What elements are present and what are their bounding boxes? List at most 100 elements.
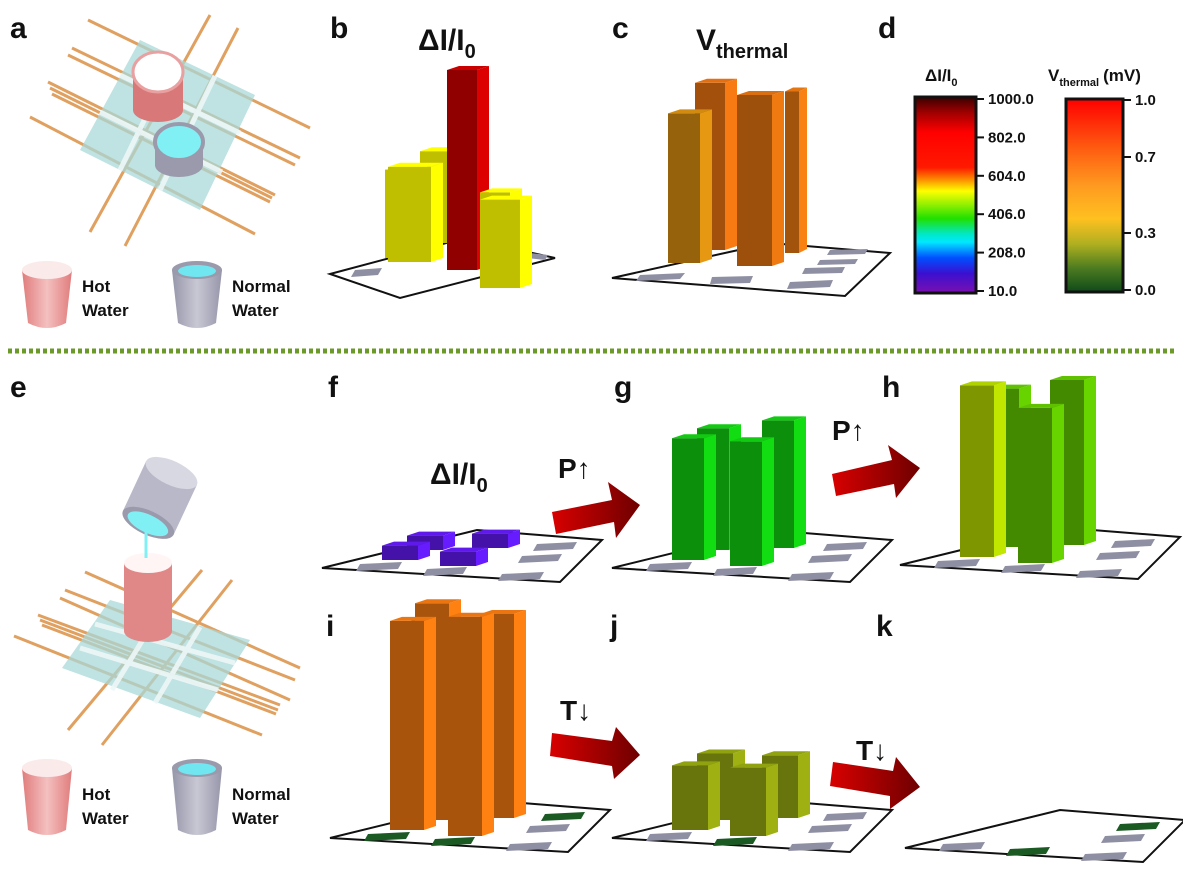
pouring-cup-icon [122, 456, 198, 539]
bar-side [418, 541, 430, 560]
tick-label: 208.0 [988, 245, 1026, 262]
plot-k [904, 808, 1183, 864]
pad [1111, 539, 1155, 548]
bar [388, 166, 431, 262]
bar [785, 91, 799, 253]
pad [646, 832, 692, 841]
pad [1081, 852, 1127, 861]
normal-water-icon [172, 261, 222, 328]
panel-label-b: b [330, 12, 348, 45]
bar-top [447, 66, 489, 70]
pad [827, 249, 868, 255]
arrow-icon [832, 445, 920, 498]
pad [526, 824, 570, 833]
pad [527, 253, 548, 260]
bar-top [730, 437, 774, 442]
pad [788, 842, 834, 851]
pad [934, 559, 980, 568]
legend-bottom: Hot Water Normal Water [22, 759, 291, 835]
colorbar-thermal-gradient [1064, 97, 1125, 294]
temperature-label-1: T↓ [560, 695, 591, 726]
hot-cup-icon [131, 50, 185, 122]
pad [356, 562, 402, 571]
hot-water-icon-e [22, 759, 72, 835]
pad [533, 542, 577, 551]
pad [817, 259, 858, 265]
hot-water-label-2: Water [82, 301, 129, 320]
normal-water-icon-e [172, 759, 222, 835]
bar-side [508, 529, 520, 548]
pad [423, 567, 467, 576]
panel-label-f: f [328, 371, 339, 404]
tick-label: 406.0 [988, 206, 1026, 223]
arrow-icon [830, 757, 920, 809]
plot-f [321, 528, 605, 584]
bar-side [766, 763, 778, 836]
pad [788, 572, 834, 581]
bar-top [388, 162, 443, 167]
pad [498, 572, 544, 581]
bar-side [798, 751, 810, 818]
bar-side [431, 162, 443, 262]
pad [823, 542, 867, 551]
bar-top [672, 761, 720, 766]
bar-side [1084, 376, 1096, 545]
panel-label-j: j [609, 610, 618, 643]
bar-side [794, 416, 806, 548]
bar [960, 385, 994, 557]
bar-side [476, 547, 488, 566]
colorbar-di-title: ΔI/I0 [925, 66, 958, 89]
bar-top [415, 599, 461, 604]
bar-top [480, 188, 522, 193]
tick-label: 10.0 [988, 283, 1017, 300]
bar [730, 441, 762, 566]
bar-top [668, 109, 712, 114]
bar-top [762, 751, 810, 756]
bar-top [762, 416, 806, 421]
pad [808, 554, 852, 563]
pad [713, 567, 757, 576]
arrow-g-to-h: P↑ [832, 415, 920, 498]
bar-top [960, 381, 1006, 386]
pad [1101, 834, 1145, 843]
pad [518, 554, 562, 563]
bar [737, 95, 772, 266]
normal-water-label-e-1: Normal [232, 785, 291, 804]
pad-active [364, 832, 410, 841]
bar-side [443, 531, 455, 550]
bar-top [697, 424, 741, 429]
bar-top [730, 763, 778, 768]
colorbar-thermal-title: Vthermal(mV) [1048, 66, 1141, 89]
bar-top [695, 78, 737, 83]
pad [1001, 564, 1045, 573]
pad [823, 812, 867, 821]
bar [672, 438, 704, 560]
arrow-f-to-g: P↑ [552, 453, 640, 538]
pad [636, 273, 685, 281]
pad-active [1006, 847, 1050, 856]
arrow-j-to-k: T↓ [830, 735, 920, 809]
pad [939, 842, 985, 851]
bar-top [1050, 376, 1096, 380]
bar-top [697, 749, 745, 754]
normal-water-label-1: Normal [232, 277, 291, 296]
bar [448, 616, 482, 836]
pad [802, 267, 845, 274]
bar-side [725, 78, 737, 250]
pressure-label-1: P↑ [558, 453, 591, 484]
panel-label-i: i [326, 610, 334, 643]
bar [668, 113, 700, 263]
bar-top [440, 547, 488, 552]
pad-active [1116, 822, 1160, 831]
bar-side [520, 195, 532, 288]
title-c: Vthermal [696, 24, 788, 63]
bar-top [448, 612, 494, 617]
pad [1096, 551, 1140, 560]
bar-top [1018, 403, 1064, 408]
colorbar-thermal-ticks: 1.00.70.30.0 [1123, 92, 1156, 299]
plot-h [899, 376, 1183, 581]
bar [472, 533, 508, 548]
bar-top [382, 541, 430, 546]
